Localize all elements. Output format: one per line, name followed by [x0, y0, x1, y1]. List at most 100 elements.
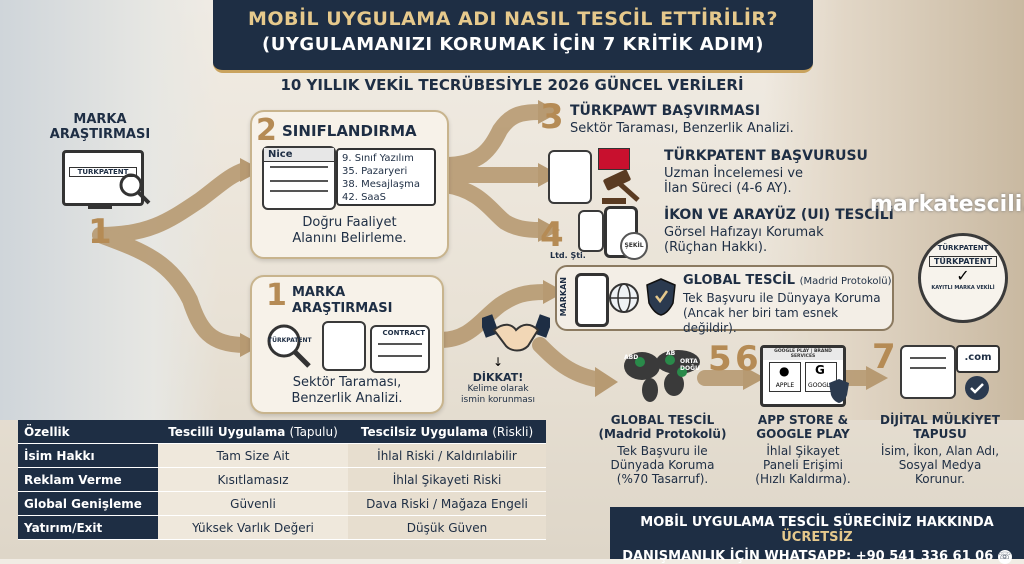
step6-desc: İhlal Şikayet Paneli Erişimi (Hızlı Kald… [738, 444, 868, 486]
deed-certificate-icon [900, 345, 956, 399]
apple-tile: ● APPLE [769, 362, 801, 392]
class-list: 9. Sınıf Yazılım 35. Pazaryeri 38. Mesaj… [336, 148, 436, 206]
header-subtitle: (UYGULAMANIZI KORUMAK İÇİN 7 KRİTİK ADIM… [262, 34, 764, 55]
shield-icon [829, 379, 849, 403]
row-label: İsim Hakkı [18, 443, 158, 468]
step1-title-2: ARAŞTIRMASI [292, 301, 393, 316]
phone-icon [575, 273, 609, 327]
map-label: ABD [624, 354, 639, 361]
computer-monitor-icon: TÜRKPATENT [62, 150, 144, 206]
turkpatent-app-title: TÜRKPATENT BAŞVURUSU [664, 148, 868, 164]
step2-desc-1: Doğru Faaliyet [302, 215, 397, 230]
step1-desc-1: Sektör Taraması, [292, 375, 402, 390]
apple-icon: ● [779, 364, 790, 378]
arrow-to-step5 [532, 337, 608, 388]
magnifier-icon [267, 324, 311, 368]
step4-title: İKON VE ARAYÜZ (UI) TESCİLİ [664, 207, 894, 223]
arrow-to-step3 [437, 104, 548, 173]
table-header-unregistered: Tescilsiz Uygulama (Riskli) [348, 420, 546, 444]
step4-desc-1: Görsel Hafızayı Korumak [664, 225, 824, 240]
step3-desc: Sektör Taraması, Benzerlik Analizi. [570, 121, 794, 136]
step4-sublabel: Ltd. Şti. [550, 251, 586, 260]
step5-desc-3: (%70 Tasarruf). [616, 472, 709, 486]
step2-number: 2 [256, 113, 277, 148]
shield-icon [646, 278, 676, 316]
comparison-table: Özellik Tescilli Uygulama (Tapulu) Tesci… [18, 420, 546, 540]
seal-bottom: KAYITLI MARKA VEKİLİ [931, 285, 995, 291]
step6-desc-1: İhlal Şikayet [766, 444, 840, 458]
step7-desc-2: Sosyal Medya [898, 458, 982, 472]
step1-desc-2: Benzerlik Analizi. [291, 391, 403, 406]
step5-title-1: GLOBAL TESCİL [610, 413, 715, 427]
class-item: 42. SaaS [342, 192, 387, 203]
world-map-icon: ABD ORTA DOĞU AB [620, 340, 710, 405]
monitor-stand-icon [88, 203, 112, 209]
step2-title: SINIFLANDIRMA [282, 122, 417, 140]
unregistered-cell: İhlal Riski / Kaldırılabilir [348, 443, 546, 468]
unregistered-cell: Düşük Güven [348, 515, 546, 540]
footer-cta[interactable]: MOBİL UYGULAMA TESCİL SÜRECİNİZ HAKKINDA… [610, 507, 1024, 564]
step1-desc: Sektör Taraması, Benzerlik Analizi. [252, 375, 442, 407]
monitor-screen-label: TÜRKPATENT [69, 167, 137, 177]
step4-number: 4 [540, 215, 564, 255]
step2-desc-2: Alanını Belirleme. [292, 231, 407, 246]
step1-title-1: MARKA [292, 285, 346, 300]
google-icon: G [815, 363, 825, 377]
nice-document-icon: Nice [262, 146, 336, 210]
handshake-icon [482, 314, 550, 352]
step4-desc-2: (Rüçhan Hakkı). [664, 240, 768, 255]
table-row: Global Genişleme Güvenli Dava Riski / Ma… [18, 491, 546, 516]
arrow-to-step4 [437, 177, 548, 238]
global-card-title-main: GLOBAL TESCİL [683, 273, 796, 288]
seal-center: TÜRKPATENT [929, 256, 997, 267]
document-icon [578, 210, 604, 252]
step6-desc-3: (Hızlı Kaldırma). [755, 472, 851, 486]
class-item: 38. Mesajlaşma [342, 179, 420, 190]
step3-number: 3 [540, 97, 564, 137]
contract-label: CONTRACT [382, 329, 425, 337]
step5-number: 5 [708, 339, 732, 379]
step1-number: 1 [266, 278, 287, 313]
unregistered-cell: İhlal Şikayeti Riski [348, 467, 546, 492]
class-item: 9. Sınıf Yazılım [342, 153, 414, 164]
step1-title: MARKA ARAŞTIRMASI [292, 285, 392, 317]
globe-icon [609, 283, 639, 313]
warning-line-2: ismin korunması [461, 395, 535, 405]
step7-number: 7 [872, 337, 896, 377]
panel-header: GOOGLE PLAY | BRAND SERVICES [763, 348, 843, 360]
table-header-feature: Özellik [18, 420, 158, 444]
table-row: Yatırım/Exit Yüksek Varlık Değeri Düşük … [18, 515, 546, 540]
step7-desc-1: İsim, İkon, Alan Adı, [880, 444, 1000, 458]
header-title: MOBİL UYGULAMA ADI NASIL TESCİL ETTİRİLİ… [247, 8, 779, 30]
step5-title-2: (Madrid Protokolü) [598, 427, 727, 441]
apple-label: APPLE [775, 382, 795, 389]
google-tile: G GOOGLE [805, 362, 837, 392]
step7-desc-3: Korunur. [914, 472, 965, 486]
table-header-registered: Tescilli Uygulama (Tapulu) [158, 420, 348, 444]
global-card-desc: Tek Başvuru ile Dünyaya Koruma (Ancak he… [683, 291, 892, 336]
laptop-panel-icon: GOOGLE PLAY | BRAND SERVICES ● APPLE G G… [760, 345, 846, 407]
step7-desc: İsim, İkon, Alan Adı, Sosyal Medya Korun… [865, 444, 1015, 486]
magnifier-icon [119, 173, 151, 205]
arrow-to-step1 [92, 227, 253, 353]
global-card-title: GLOBAL TESCİL (Madrid Protokolü) [683, 273, 892, 288]
table-row: İsim Hakkı Tam Size Ait İhlal Riski / Ka… [18, 443, 546, 468]
turkpatent-seal: TÜRKPATENT TÜRKPATENT ✓ KAYITLI MARKA VE… [918, 233, 1008, 323]
footer-line-2: DANIŞMANLIK İÇİN WHATSAPP: +90 541 336 6… [622, 549, 1012, 564]
step4-desc: Görsel Hafızayı Korumak (Rüçhan Hakkı). [664, 225, 824, 255]
start-title-2: ARAŞTIRMASI [49, 127, 151, 142]
step5-desc: Tek Başvuru ile Dünyada Koruma (%70 Tasa… [595, 444, 730, 486]
step7-title-1: DİJİTAL MÜLKİYET [880, 413, 1000, 427]
step2-card: 2 SINIFLANDIRMA Nice 9. Sınıf Yazılım 35… [250, 110, 449, 259]
step7-title-2: TAPUSU [913, 427, 967, 441]
step5-desc-2: Dünyada Koruma [610, 458, 715, 472]
step2-desc: Doğru Faaliyet Alanını Belirleme. [252, 215, 447, 247]
check-icon: ✓ [956, 266, 970, 285]
registered-cell: Yüksek Varlık Değeri [158, 515, 348, 540]
footer-line-1: MOBİL UYGULAMA TESCİL SÜRECİNİZ HAKKINDA… [640, 515, 994, 545]
registered-cell: Kısıtlamasız [158, 467, 348, 492]
unregistered-cell: Dava Riski / Mağaza Engeli [348, 491, 546, 516]
page-subtitle: 10 YILLIK VEKİL TECRÜBESİYLE 2026 GÜNCEL… [280, 76, 744, 94]
arrow-to-step2 [92, 162, 253, 243]
whatsapp-icon[interactable]: ☏ [997, 549, 1012, 564]
